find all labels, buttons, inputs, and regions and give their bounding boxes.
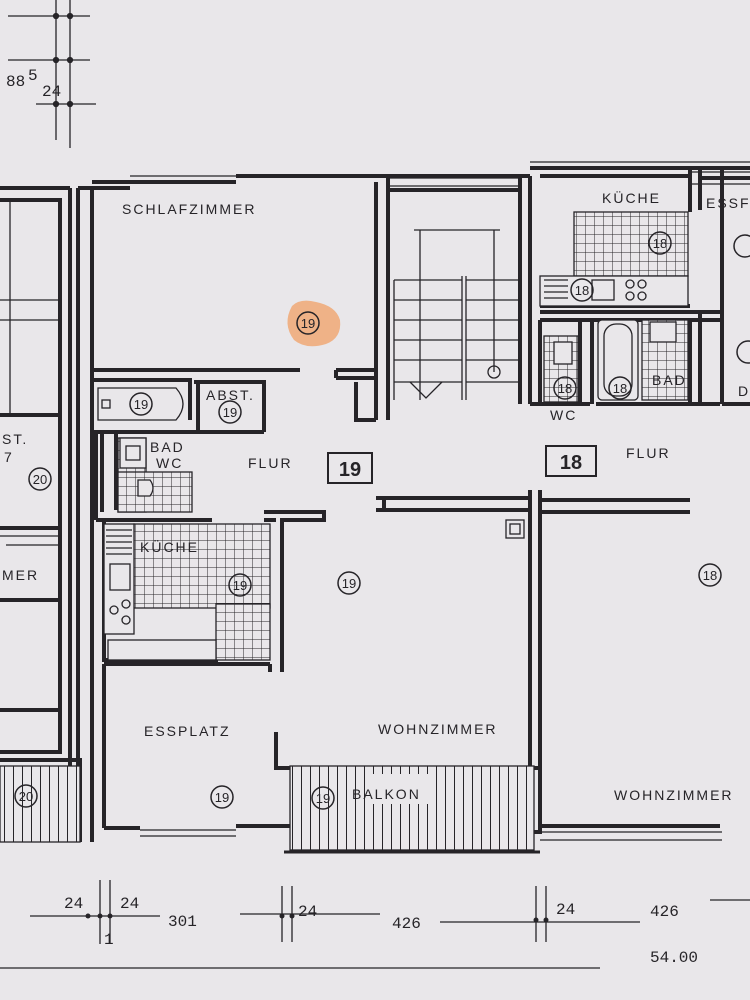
unit-number: 18 (575, 283, 589, 298)
room-label-left-zimmer: MER (2, 567, 39, 583)
room-label-wohnzimmer-18: WOHNZIMMER (614, 787, 734, 803)
kitchen-19-fixtures (103, 523, 217, 661)
dimension-301: 301 (168, 913, 197, 931)
unit-number: 19 (134, 397, 148, 412)
unit-number: 20 (33, 472, 47, 487)
dimension-5: 5 (28, 67, 38, 85)
room-label-essplatz-right: ESSF (706, 195, 750, 211)
room-label-abst: ABST. (206, 387, 255, 403)
highlight-marker (287, 300, 341, 347)
room-label-wohnzimmer-19: WOHNZIMMER (378, 721, 498, 737)
left-unit-details (0, 200, 60, 546)
room-label-kueche-18: KÜCHE (602, 189, 661, 206)
dimension-dots (85, 913, 549, 923)
unit-number: 19 (215, 790, 229, 805)
room-label-kueche-19: KÜCHE (140, 538, 199, 555)
room-label-flur-18: FLUR (626, 445, 671, 461)
dimension-total: 54.00 (650, 949, 698, 967)
dimension-24-d: 24 (556, 901, 575, 919)
top-dimension-ticks (8, 0, 96, 148)
dimension-1: 1 (104, 931, 114, 949)
unit-18-fixtures (505, 275, 689, 539)
unit-number: 18 (558, 381, 572, 396)
staircase (393, 229, 521, 400)
unit-marker-numbers: 19 19 19 19 19 19 19 18 18 18 18 18 20 2… (19, 236, 717, 806)
room-label-essplatz: ESSPLATZ (144, 723, 231, 739)
room-label-balkon: BALKON (352, 786, 421, 802)
bath-19-fixtures (97, 387, 184, 497)
unit-number: 19 (223, 405, 237, 420)
dimension-24-c: 24 (298, 903, 317, 921)
unit-number: 20 (19, 789, 33, 804)
walls (0, 166, 750, 842)
dimension-24-a: 24 (64, 895, 83, 913)
room-label-right-d: D (738, 383, 750, 399)
unit-number: 18 (613, 381, 627, 396)
room-label-schlafzimmer: SCHLAFZIMMER (122, 201, 256, 217)
dimension-24-top: 24 (42, 83, 61, 101)
dimension-426-a: 426 (392, 915, 421, 933)
dimension-88: 88 (6, 73, 25, 91)
unit-number: 19 (342, 576, 356, 591)
unit-18-box-number: 18 (560, 452, 582, 474)
unit-number: 19 (233, 578, 247, 593)
room-label-left-st-number: 7 (4, 449, 14, 465)
unit-number: 18 (653, 236, 667, 251)
room-label-wc: WC (156, 455, 183, 471)
balcony-railings (0, 765, 535, 851)
unit-number-boxes: 19 18 (327, 445, 597, 484)
dimension-lines (0, 880, 750, 969)
unit-19-box-number: 19 (339, 459, 361, 481)
unit-number: 18 (703, 568, 717, 583)
dimension-426-b: 426 (650, 903, 679, 921)
room-label-bad: BAD (150, 439, 185, 455)
room-label-bad-18: BAD (652, 372, 687, 388)
unit-number: 19 (316, 791, 330, 806)
room-label-flur-19: FLUR (248, 455, 293, 471)
unit-markers (14, 231, 750, 810)
room-label-wc-18: WC (550, 407, 577, 423)
unit-number: 19 (301, 316, 315, 331)
dimension-labels: 88 5 24 24 24 1 301 24 426 24 426 54.00 (6, 67, 698, 967)
room-labels: SCHLAFZIMMER ABST. BAD WC FLUR KÜCHE ESS… (2, 189, 750, 803)
room-label-left-st: ST. (2, 431, 28, 447)
dimension-24-b: 24 (120, 895, 139, 913)
